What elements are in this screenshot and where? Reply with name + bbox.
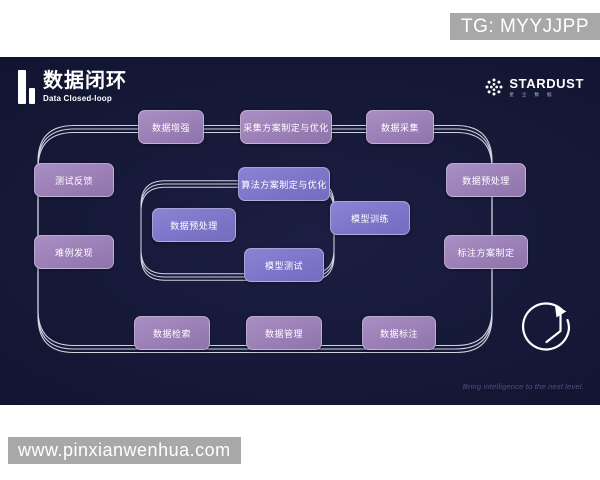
node-model-training[interactable]: 模型训练 [330,201,410,235]
node-hard-case-discovery[interactable]: 难例发现 [34,235,114,269]
node-label: 模型测试 [264,260,303,271]
node-data-annotation[interactable]: 数据标注 [362,316,436,350]
node-label: 采集方案制定与优化 [243,122,329,133]
brand-text: 数据闭环 Data Closed-loop [43,71,127,104]
node-annotation-plan[interactable]: 标注方案制定 [444,235,528,269]
node-label: 数据检索 [152,328,191,339]
node-label: 算法方案制定与优化 [241,179,327,190]
node-data-preprocessing-in[interactable]: 数据预处理 [152,208,236,242]
node-test-feedback[interactable]: 测试反馈 [34,163,114,197]
node-label: 标注方案制定 [457,247,515,258]
node-collection-plan[interactable]: 采集方案制定与优化 [240,110,332,144]
bar-chart-logo-icon [18,70,35,104]
node-label: 数据增强 [151,122,190,133]
circular-arrow-icon [521,302,571,351]
node-label: 数据标注 [379,328,418,339]
telegram-watermark: TG: MYYJJPP [450,13,600,40]
stardust-text: STARDUST 星 尘 数 据 [509,77,584,98]
diagram-panel: 数据闭环 Data Closed-loop STARDUST [0,57,600,405]
node-label: 测试反馈 [54,175,93,186]
brand-title-cn: 数据闭环 [43,70,127,92]
node-label: 数据采集 [380,122,419,133]
node-label: 难例发现 [54,247,93,258]
node-label: 数据预处理 [462,175,510,186]
node-algorithm-plan[interactable]: 算法方案制定与优化 [238,167,330,201]
node-data-retrieval[interactable]: 数据检索 [134,316,210,350]
node-data-collection[interactable]: 数据采集 [366,110,434,144]
stardust-dots-icon [485,78,503,96]
stardust-logo: STARDUST 星 尘 数 据 [484,77,584,98]
tagline: Bring intelligence to the next level. [462,382,584,391]
node-label: 模型训练 [350,213,389,224]
node-data-preprocessing-out[interactable]: 数据预处理 [446,163,526,197]
node-label: 数据预处理 [170,220,218,231]
site-watermark: www.pinxianwenhua.com [8,437,241,464]
node-data-management[interactable]: 数据管理 [246,316,322,350]
node-data-augmentation[interactable]: 数据增强 [138,110,204,144]
brand-logo: 数据闭环 Data Closed-loop [18,70,127,104]
stardust-subtitle: 星 尘 数 据 [509,92,555,97]
brand-title-en: Data Closed-loop [43,94,112,103]
stardust-name: STARDUST [509,76,584,91]
node-model-testing[interactable]: 模型测试 [244,248,324,282]
node-label: 数据管理 [264,328,303,339]
